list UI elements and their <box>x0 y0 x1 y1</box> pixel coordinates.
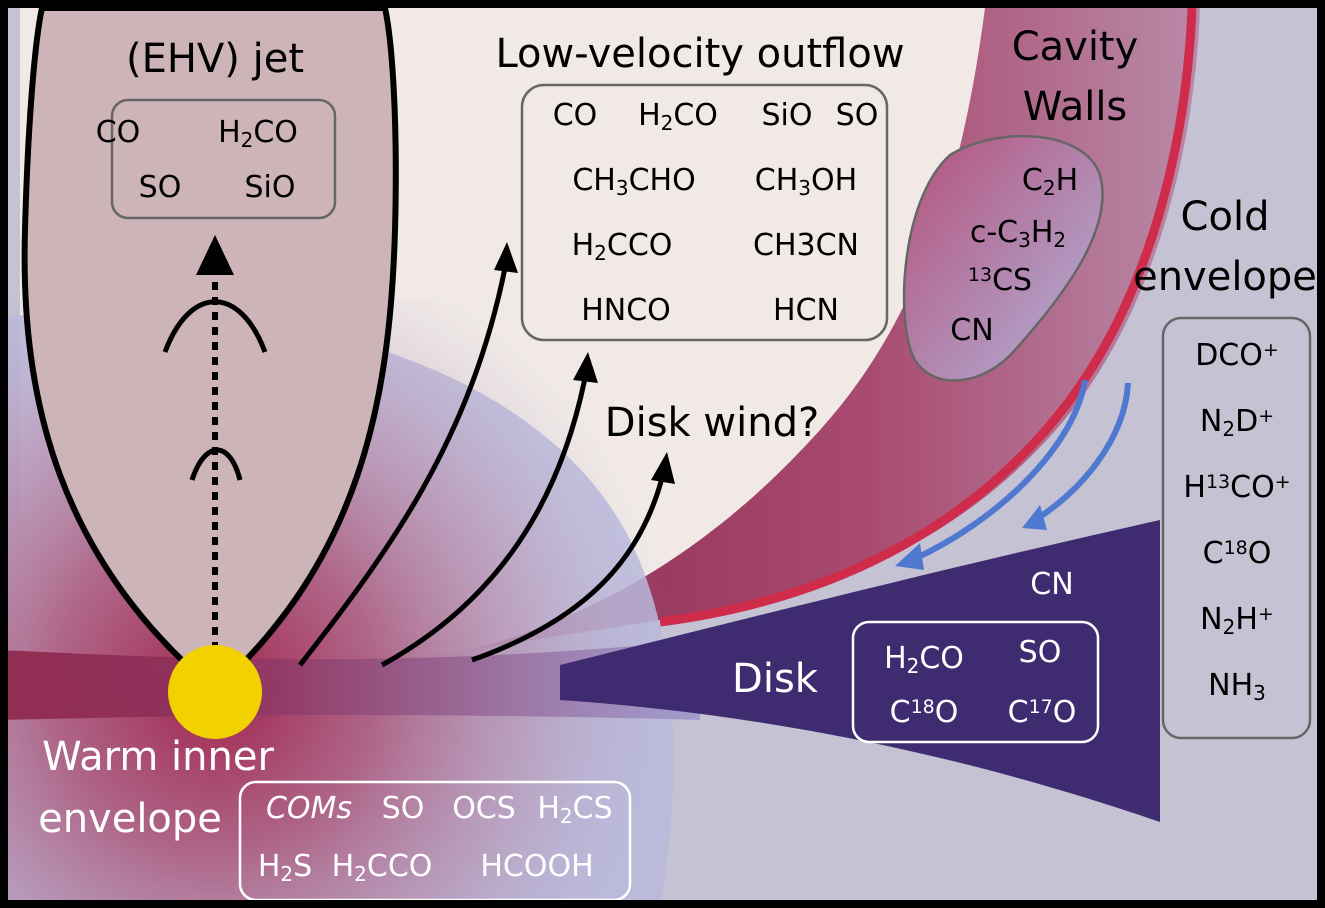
infall-arrowhead-1 <box>895 543 924 570</box>
cold-envelope-molecule: DCO+ <box>1195 338 1279 373</box>
warm-envelope-molecule: HCOOH <box>480 849 593 884</box>
disk-molecule: CN <box>1030 567 1073 602</box>
warm-envelope-molecule-box <box>238 780 632 900</box>
warm-envelope-molecule: COMs <box>266 791 352 826</box>
cold-envelope-molecule: N2D+ <box>1200 404 1274 441</box>
cavity-title-line-2: Walls <box>1023 84 1128 130</box>
disk-wind-arrowhead <box>651 452 675 484</box>
cold-envelope-molecule: H13CO+ <box>1183 470 1290 505</box>
cavity-molecule-box <box>902 134 1104 382</box>
disk-wind-label: Disk wind? <box>605 400 819 446</box>
warm-envelope-title-line-1: Warm inner <box>42 734 274 780</box>
disk-molecule-box <box>851 620 1100 744</box>
outflow-arrowhead-2 <box>573 352 598 383</box>
outflow-molecule: H2CCO <box>572 228 673 265</box>
molecule-labels: CO H2CO SO SiO CO H2CO SiO SO CH3CHO CH3OH H2CCO CH… <box>96 98 1291 886</box>
outflow-molecule-box <box>520 83 889 342</box>
cold-envelope-title-line-1: Cold <box>1181 194 1270 240</box>
disk <box>560 520 1160 822</box>
disk-title: Disk <box>732 656 819 702</box>
outflow-molecule: SiO <box>762 98 813 133</box>
outflow-molecule: HNCO <box>581 293 671 328</box>
warm-envelope-title-line-2: envelope <box>38 796 222 842</box>
cold-envelope-molecule: N2H+ <box>1200 602 1274 639</box>
jet-molecule: SO <box>139 170 182 205</box>
outflow-molecule: SO <box>836 98 879 133</box>
outflow-arrow-1 <box>298 267 508 667</box>
infall-arrow-2 <box>1033 382 1131 523</box>
warm-envelope-molecule: H2CCO <box>332 849 433 886</box>
disk-molecule: SO <box>1019 635 1062 670</box>
outflow-molecule: CH3CN <box>753 228 859 263</box>
cold-envelope-title-line-2: envelope <box>1133 254 1317 300</box>
outflow-molecule: HCN <box>773 293 839 328</box>
cavity-title-line-1: Cavity <box>1012 24 1139 70</box>
disk-wind-arrow <box>471 477 665 663</box>
outflow-molecule: CO <box>553 98 598 133</box>
warm-envelope-molecule: H2CS <box>537 791 612 828</box>
cold-envelope-molecule: NH3 <box>1208 668 1266 705</box>
disk-molecule: C18O <box>890 695 959 730</box>
cavity-wall-edge <box>659 8 1197 627</box>
warm-envelope-molecule: SO <box>382 791 425 826</box>
infall-arrowhead-2 <box>1022 505 1047 530</box>
cold-envelope-molecule: C18O <box>1203 536 1272 571</box>
infall-arrow-1 <box>910 379 1088 563</box>
jet-molecule: H2CO <box>218 115 298 152</box>
outflow-molecule: CH3CHO <box>572 163 695 200</box>
outflow-molecule: H2CO <box>638 98 718 135</box>
cavity-molecule: CN <box>950 313 993 348</box>
protostar <box>168 645 262 739</box>
jet-molecule-box <box>110 98 337 220</box>
outflow-arrowhead-1 <box>494 242 518 273</box>
cold-envelope-molecule-box <box>1161 316 1312 740</box>
outflow-molecule: CH3OH <box>755 163 857 200</box>
warm-envelope-molecule: OCS <box>452 791 516 826</box>
jet-molecule: SiO <box>245 170 296 205</box>
disk-molecule: C17O <box>1008 695 1077 730</box>
jet-title: (EHV) jet <box>126 36 304 82</box>
disk-molecule: H2CO <box>884 641 964 678</box>
warm-envelope-molecule: H2S <box>258 849 312 886</box>
cavity-molecule: C2H <box>1022 163 1078 200</box>
jet-molecule: CO <box>96 115 141 150</box>
jet-arrowhead <box>196 235 234 275</box>
cavity-molecule: c-C3H2 <box>970 215 1066 252</box>
jet <box>21 8 399 694</box>
outflow-title: Low-velocity outflow <box>495 31 904 77</box>
outflow-arrow-2 <box>380 377 588 668</box>
cavity-molecule: 13CS <box>968 263 1032 298</box>
